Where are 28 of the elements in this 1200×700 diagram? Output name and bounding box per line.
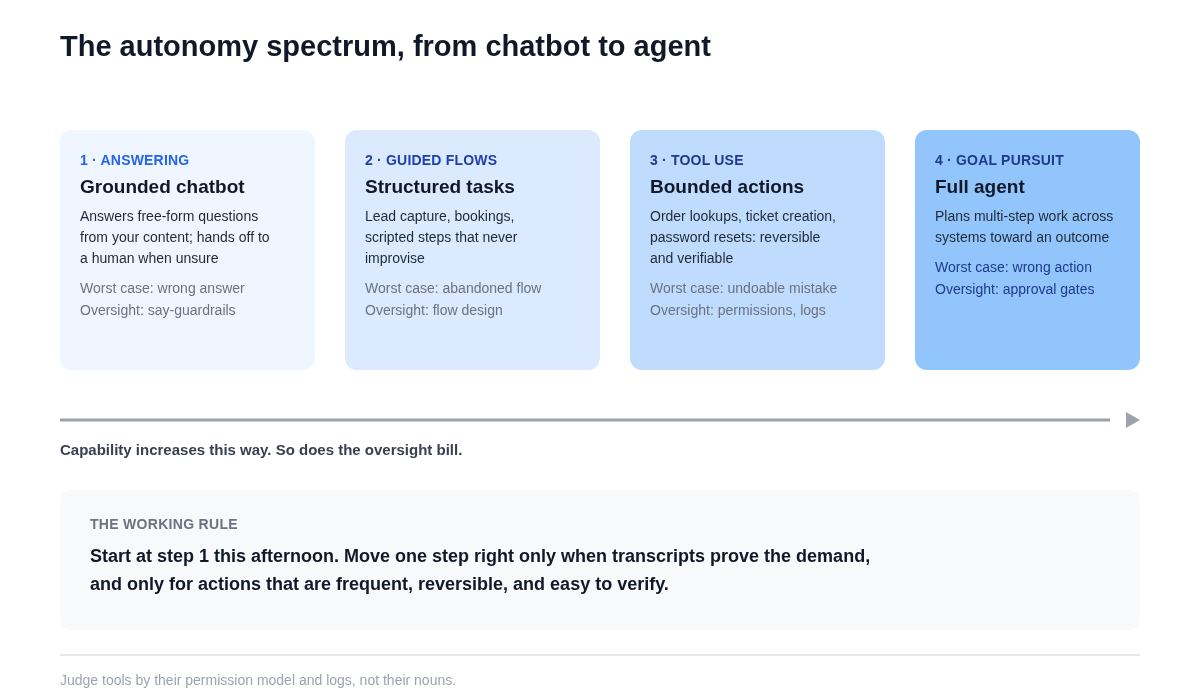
step-label: 1 · ANSWERING <box>80 152 191 168</box>
page-title: The autonomy spectrum, from chatbot to agent <box>60 30 711 63</box>
stage-card <box>630 130 885 370</box>
worst-case-text: Worst case: wrong action <box>935 258 1093 277</box>
card-description: Order lookups, ticket creation, password resets: reversible and verifiable <box>650 207 837 268</box>
card-description: Lead capture, bookings, scripted steps that never improvise <box>365 207 519 268</box>
oversight-text: Oversight: flow design <box>365 301 504 320</box>
stage-card <box>345 130 600 370</box>
card-description: Plans multi-step work across systems toward an outcome <box>935 207 1115 247</box>
oversight-text: Oversight: approval gates <box>935 280 1096 299</box>
worst-case-text: Worst case: abandoned flow <box>365 279 543 298</box>
card-description: Answers free-form questions from your content; hands off to a human when unsure <box>80 207 270 268</box>
axis-caption: Capability increases this way. So does the oversight bill. <box>60 441 463 458</box>
card-heading: Bounded actions <box>650 176 806 198</box>
step-label: 3 · TOOL USE <box>650 152 745 168</box>
oversight-text: Oversight: permissions, logs <box>650 301 827 320</box>
step-label: 2 · GUIDED FLOWS <box>365 152 499 168</box>
card-heading: Structured tasks <box>365 176 516 198</box>
worst-case-text: Worst case: undoable mistake <box>650 279 839 298</box>
card-heading: Grounded chatbot <box>80 176 246 198</box>
footer-note: Judge tools by their permission model and logs, not their nouns. <box>60 672 457 688</box>
rule-text: Start at step 1 this afternoon. Move one step right only when transcripts prove the demand, and only for actions that are frequent, reversible, and easy to verify. <box>90 545 872 596</box>
panel-heading: THE WORKING RULE <box>90 516 239 532</box>
step-label: 4 · GOAL PURSUIT <box>935 152 1065 168</box>
oversight-text: Oversight: say-guardrails <box>80 301 237 320</box>
worst-case-text: Worst case: wrong answer <box>80 279 246 298</box>
card-heading: Full agent <box>935 176 1026 198</box>
stage-card <box>915 130 1140 370</box>
